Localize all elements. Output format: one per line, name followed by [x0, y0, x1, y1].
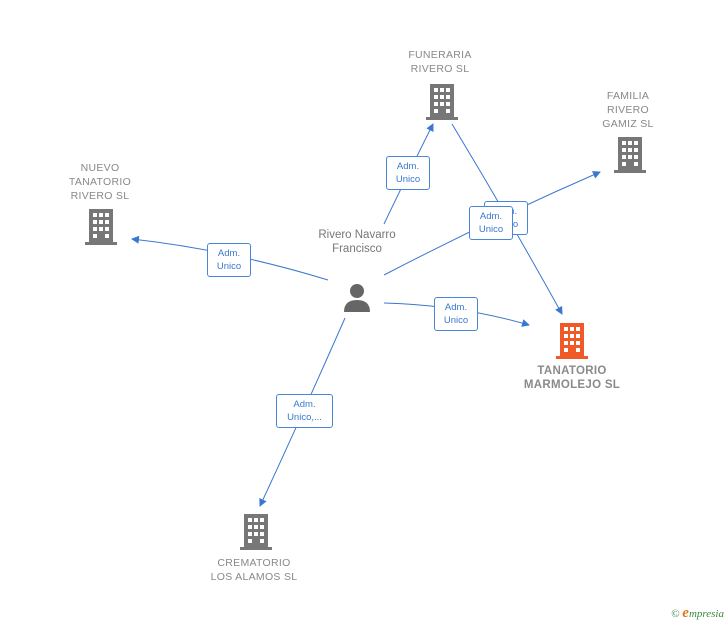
person-label[interactable]: Rivero Navarro Francisco: [318, 229, 396, 255]
building-icon: [85, 209, 117, 245]
company-label-tanatorio[interactable]: TANATORIO MARMOLEJO SL: [523, 365, 621, 391]
edge-label-funeraria: Adm. Unico: [386, 156, 430, 190]
brand-logo-text: mpresia: [688, 608, 724, 620]
building-icon: [240, 514, 272, 550]
building-icon-highlighted: [556, 323, 588, 359]
company-label-nuevo[interactable]: NUEVO TANATORIO RIVERO SL: [68, 162, 132, 202]
company-label-funeraria[interactable]: FUNERARIA RIVERO SL: [408, 49, 472, 75]
company-label-familia[interactable]: FAMILIA RIVERO GAMIZ SL: [602, 90, 654, 130]
person-icon[interactable]: [342, 282, 372, 312]
edge-label-nuevo: Adm. Unico: [207, 243, 251, 277]
edge-label-tanatorio: Adm. Unico: [434, 297, 478, 331]
copyright-symbol: ©: [671, 608, 680, 620]
edge-label-crematorio: Adm. Unico,...: [276, 394, 333, 428]
brand-logo-initial: e: [682, 605, 689, 621]
company-label-crematorio[interactable]: CREMATORIO LOS ALAMOS SL: [210, 557, 298, 583]
building-icon: [614, 137, 646, 173]
building-icon: [426, 84, 458, 120]
brand-watermark: © empresia: [671, 605, 724, 622]
edge-label-familia: Adm. Unico: [469, 206, 513, 240]
